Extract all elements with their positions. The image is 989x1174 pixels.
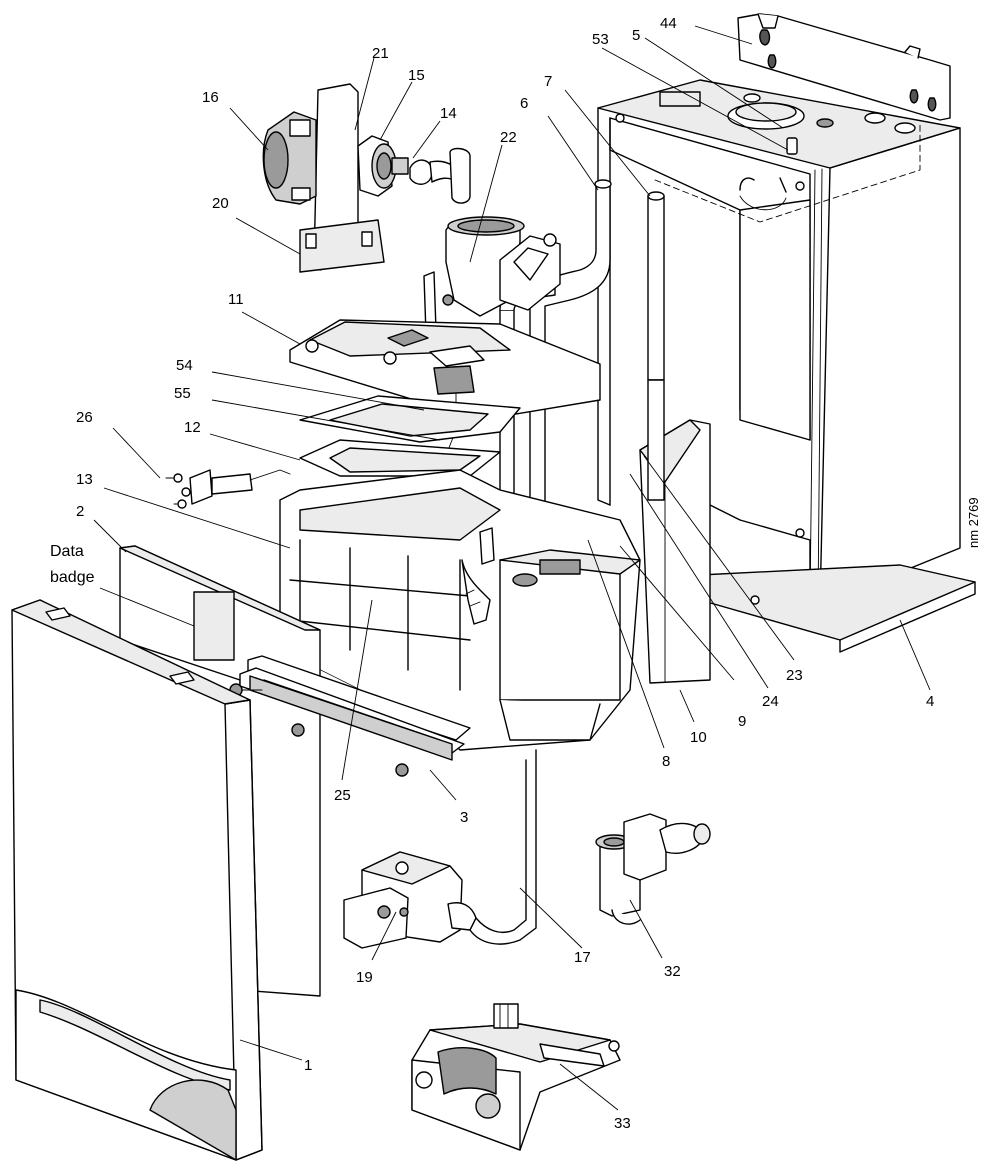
callout-14: 14 (440, 105, 457, 122)
spark-electrode (165, 469, 291, 509)
callout-labels: 44 5 53 21 15 16 14 22 6 7 20 11 54 55 2… (50, 15, 981, 1132)
boiler-casing (597, 79, 976, 653)
callout-16: 16 (202, 89, 219, 106)
callout-25: 25 (334, 787, 351, 804)
fan-assembly (262, 83, 471, 273)
callout-44: 44 (660, 15, 677, 32)
callout-2: 2 (76, 503, 84, 520)
gas-valve (343, 749, 537, 949)
wall-mounting-plate (737, 13, 951, 121)
callout-21: 21 (372, 45, 389, 62)
callout-10: 10 (690, 729, 707, 746)
heat-exchanger (279, 469, 641, 751)
callout-24: 24 (762, 693, 779, 710)
data-badge-label-line2: badge (50, 569, 95, 586)
callout-17: 17 (574, 949, 591, 966)
callout-13: 13 (76, 471, 93, 488)
callout-15: 15 (408, 67, 425, 84)
callout-55: 55 (174, 385, 191, 402)
callout-12: 12 (184, 419, 201, 436)
burner-head (423, 216, 561, 335)
callout-23: 23 (786, 667, 803, 684)
callout-5: 5 (632, 27, 640, 44)
callout-7: 7 (544, 73, 552, 90)
callout-53: 53 (592, 31, 609, 48)
data-badge-label-line1: Data (50, 543, 84, 560)
leader-lines (93, 25, 931, 1111)
callout-8: 8 (662, 753, 670, 770)
callout-20: 20 (212, 195, 229, 212)
cover-plate (289, 319, 601, 463)
callout-32: 32 (664, 963, 681, 980)
reference-code: nm 2769 (966, 497, 981, 548)
callout-6: 6 (520, 95, 528, 112)
control-box (411, 1003, 621, 1151)
gaskets (299, 395, 521, 477)
front-case (11, 599, 263, 1161)
callout-22: 22 (500, 129, 517, 146)
callout-1: 1 (304, 1057, 312, 1074)
callout-11: 11 (228, 291, 244, 308)
callout-33: 33 (614, 1115, 631, 1132)
callout-3: 3 (460, 809, 468, 826)
callout-54: 54 (176, 357, 193, 374)
callout-26: 26 (76, 409, 93, 426)
condensate-trap (595, 813, 711, 925)
callout-9: 9 (738, 713, 746, 730)
callout-4: 4 (926, 693, 934, 710)
callout-19: 19 (356, 969, 373, 986)
sight-glass-plate (229, 655, 471, 777)
